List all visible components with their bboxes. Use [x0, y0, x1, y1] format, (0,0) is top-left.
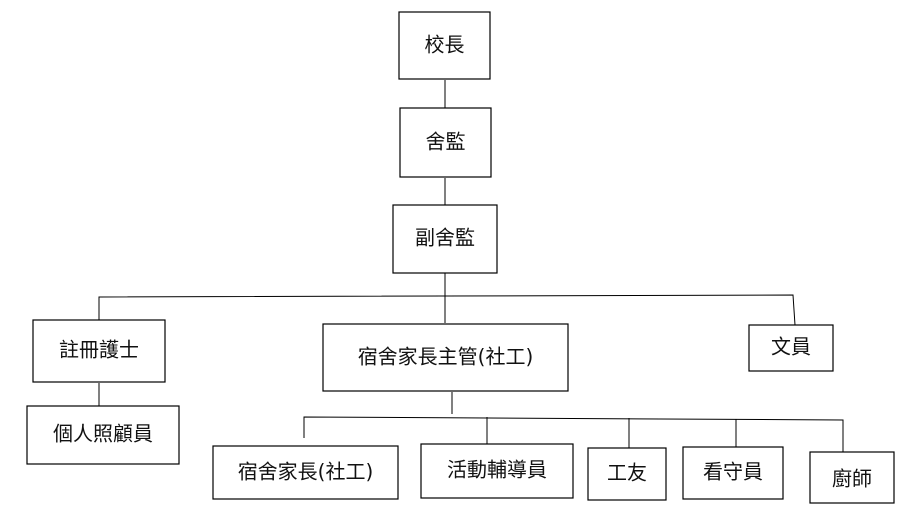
node-houseparent-supervisor: 宿舍家長主管(社工)	[322, 323, 569, 392]
node-box	[26, 405, 180, 465]
node-box	[587, 447, 667, 501]
node-houseparent: 宿舍家長(社工)	[212, 445, 399, 500]
node-janitor: 工友	[587, 447, 667, 501]
node-label: 校長	[425, 33, 465, 57]
node-box	[392, 204, 498, 274]
node-label: 宿舍家長(社工)	[238, 460, 374, 484]
node-deputy-warden: 副舍監	[392, 204, 498, 274]
node-warden: 舍監	[399, 107, 492, 178]
connectors	[98, 80, 844, 452]
node-label: 看守員	[703, 460, 763, 484]
node-label: 個人照顧員	[53, 422, 153, 446]
branch-bar-level3	[98, 294, 796, 326]
node-label: 工友	[607, 461, 647, 485]
node-box	[399, 107, 492, 178]
node-clerk: 文員	[748, 324, 834, 372]
branch-bar-level5	[303, 416, 844, 452]
node-box	[322, 323, 569, 392]
node-label: 註冊護士	[59, 338, 139, 362]
node-box	[398, 11, 491, 80]
node-registered-nurse: 註冊護士	[32, 319, 166, 383]
node-activity-assistant: 活動輔導員	[420, 443, 574, 499]
node-box	[748, 324, 834, 372]
node-box	[682, 446, 784, 500]
node-label: 文員	[771, 335, 811, 359]
node-label: 廚師	[832, 467, 872, 491]
node-principal: 校長	[398, 11, 491, 80]
node-label: 活動輔導員	[447, 458, 547, 482]
node-box	[212, 445, 399, 500]
node-label: 宿舍家長主管(社工)	[358, 345, 534, 369]
node-personal-care-worker: 個人照顧員	[26, 405, 180, 465]
node-guard: 看守員	[682, 446, 784, 500]
node-box	[420, 443, 574, 499]
node-cook: 廚師	[809, 451, 895, 504]
node-label: 舍監	[426, 130, 466, 154]
node-box	[32, 319, 166, 383]
node-label: 副舍監	[415, 226, 475, 250]
node-box	[809, 451, 895, 504]
